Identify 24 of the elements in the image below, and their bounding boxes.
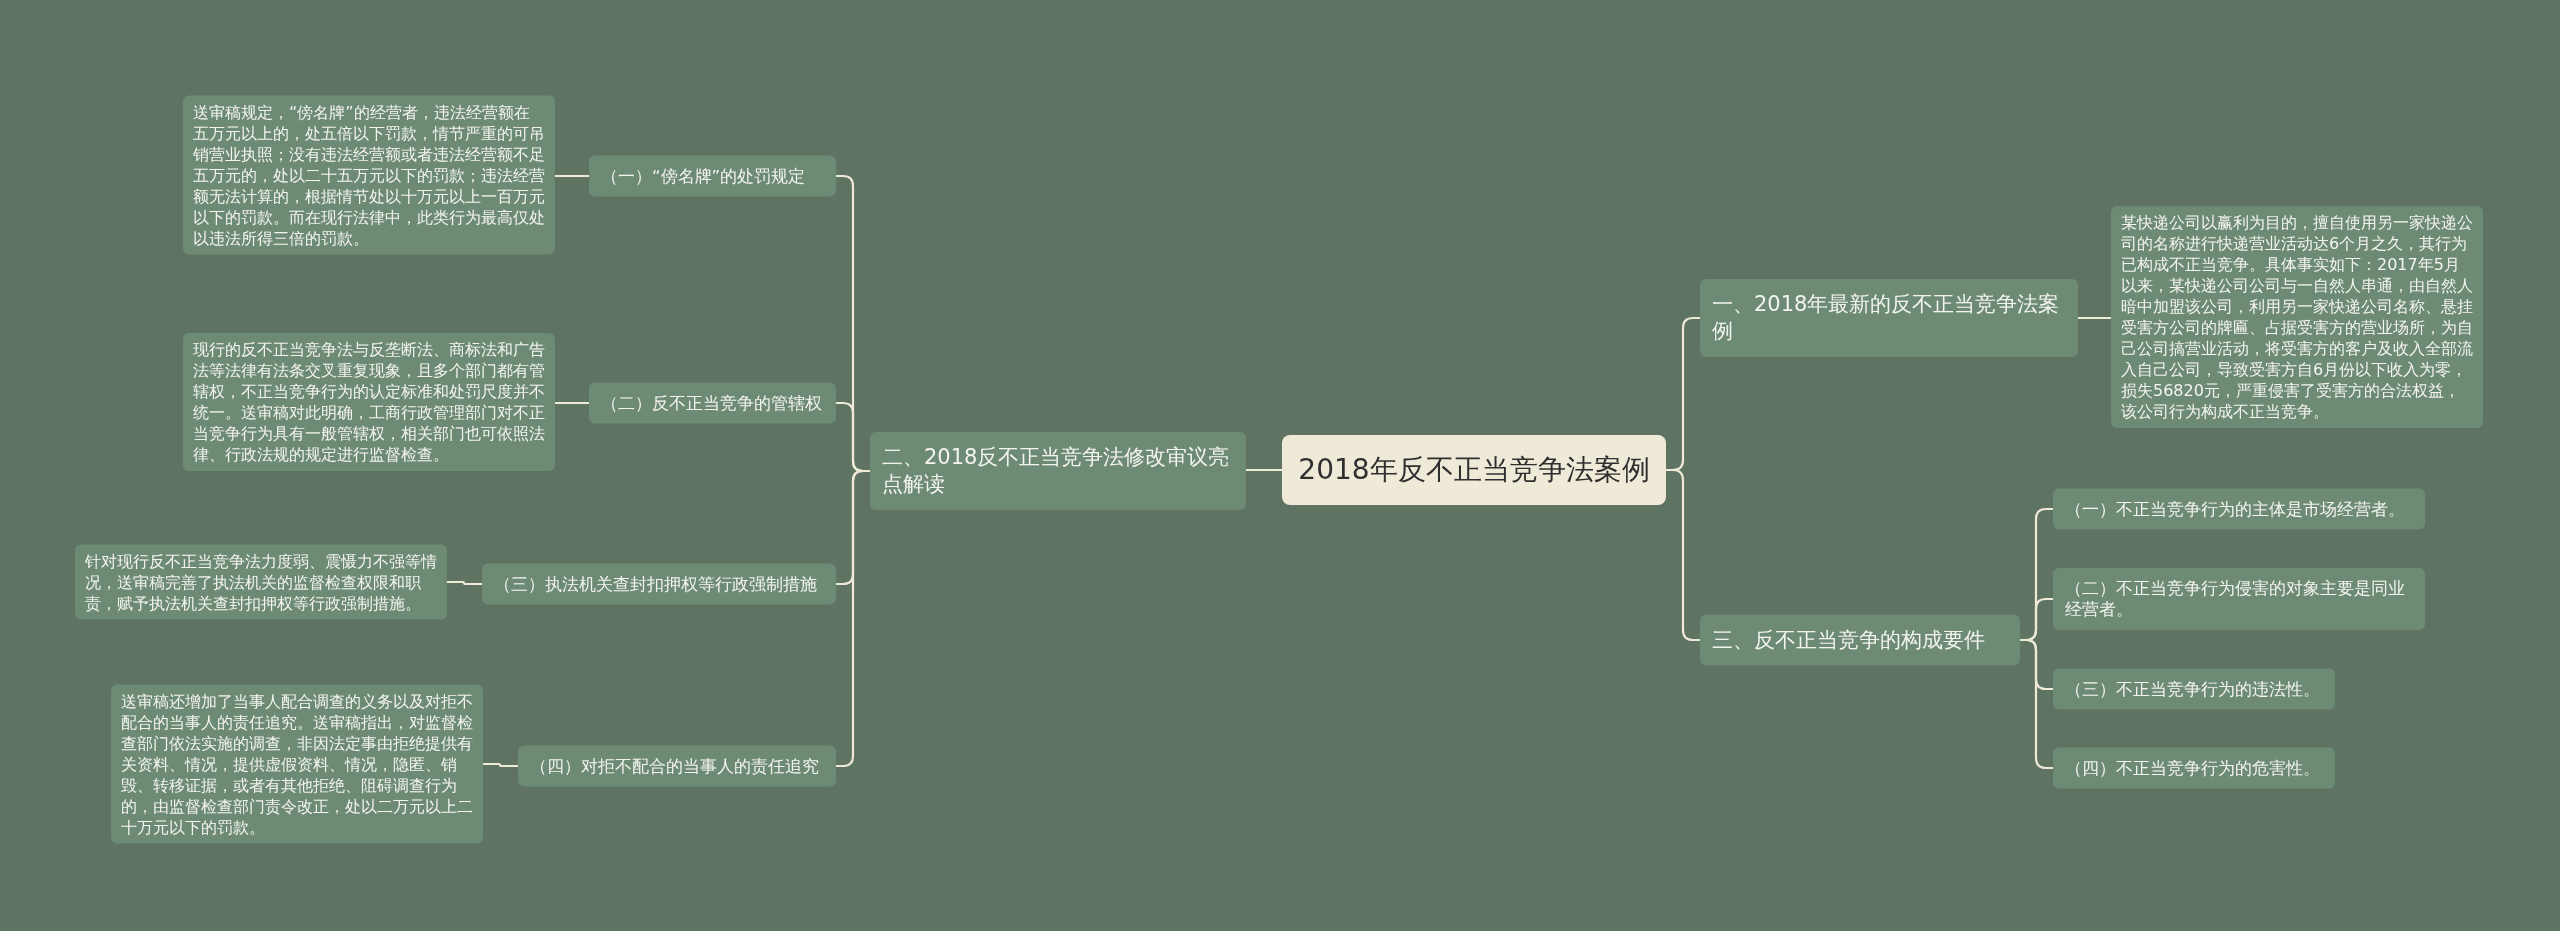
- branch-topic: 三、反不正当竞争的构成要件: [1700, 614, 2020, 666]
- subtopic-box: （二）反不正当竞争的管辖权: [589, 382, 836, 424]
- subtopic-box: （三）执法机关查封扣押权等行政强制措施: [482, 563, 836, 605]
- branch-topic: 二、2018反不正当竞争法修改审议亮点解读: [870, 432, 1246, 510]
- note-box: 送审稿规定，“傍名牌”的经营者，违法经营额在五万元以上的，处五倍以下罚款，情节严重的可吊销营业执照；没有违法经营额或者违法经营额不足五万元的，处以二十五万元以下的罚款；违法经营额无法计算的，根据情节处以十万元以上一百万元以下的罚款。而在现行法律中，此类行为最高仅处以违法所得三倍的罚款。: [183, 95, 555, 255]
- note-box: 送审稿还增加了当事人配合调查的义务以及对拒不配合的当事人的责任追究。送审稿指出，对监督检查部门依法实施的调查，非因法定事由拒绝提供有关资料、情况，提供虚假资料、情况，隐匿、销毁、转移证据，或者有其他拒绝、阻碍调查行为的，由监督检查部门责令改正，处以二万元以上二十万元以下的罚款。: [111, 684, 483, 844]
- subtopic-box: （四）对拒不配合的当事人的责任追究: [518, 745, 836, 787]
- central-topic: 2018年反不正当竞争法案例: [1282, 435, 1666, 505]
- connector-line: [483, 762, 518, 768]
- connector-line: [836, 469, 870, 768]
- subtopic-box: （一）“傍名牌”的处罚规定: [589, 155, 836, 197]
- note-box: 针对现行反不正当竞争法力度弱、震慑力不强等情况，送审稿完善了执法机关的监督检查权限和职责，赋予执法机关查封扣押权等行政强制措施。: [75, 544, 447, 620]
- connector-line: [447, 580, 482, 586]
- connector-line: [1246, 468, 1282, 472]
- subtopic-box: （三）不正当竞争行为的违法性。: [2053, 668, 2335, 710]
- note-box: 某快递公司以赢利为目的，擅自使用另一家快递公司的名称进行快递营业活动达6个月之久，其行为已构成不正当竞争。具体事实如下：2017年5月以来，某快递公司公司与一自然人串通，由自然人暗中加盟该公司，利用另一家快递公司名称、悬挂受害方公司的牌匾、占据受害方的营业场所，为自己公司搞营业活动，将受害方的客户及收入全部流入自己公司，导致受害方自6月份以下收入为零，损失56820元，严重侵害了受害方的合法权益，该公司行为构成不正当竞争。: [2111, 206, 2483, 428]
- connector-line: [2078, 316, 2111, 320]
- connector-line: [555, 174, 589, 178]
- connector-line: [555, 401, 589, 405]
- subtopic-box: （二）不正当竞争行为侵害的对象主要是同业经营者。: [2053, 568, 2425, 630]
- subtopic-box: （一）不正当竞争行为的主体是市场经营者。: [2053, 488, 2425, 530]
- note-box: 现行的反不正当竞争法与反垄断法、商标法和广告法等法律有法条交叉重复现象，且多个部门都有管辖权，不正当竞争行为的认定标准和处罚尺度并不统一。送审稿对此明确，工商行政管理部门对不正当竞争行为具有一般管辖权，相关部门也可依照法律、行政法规的规定进行监督检查。: [183, 333, 555, 471]
- subtopic-box: （四）不正当竞争行为的危害性。: [2053, 747, 2335, 789]
- branch-topic: 一、2018年最新的反不正当竞争法案例: [1700, 279, 2078, 357]
